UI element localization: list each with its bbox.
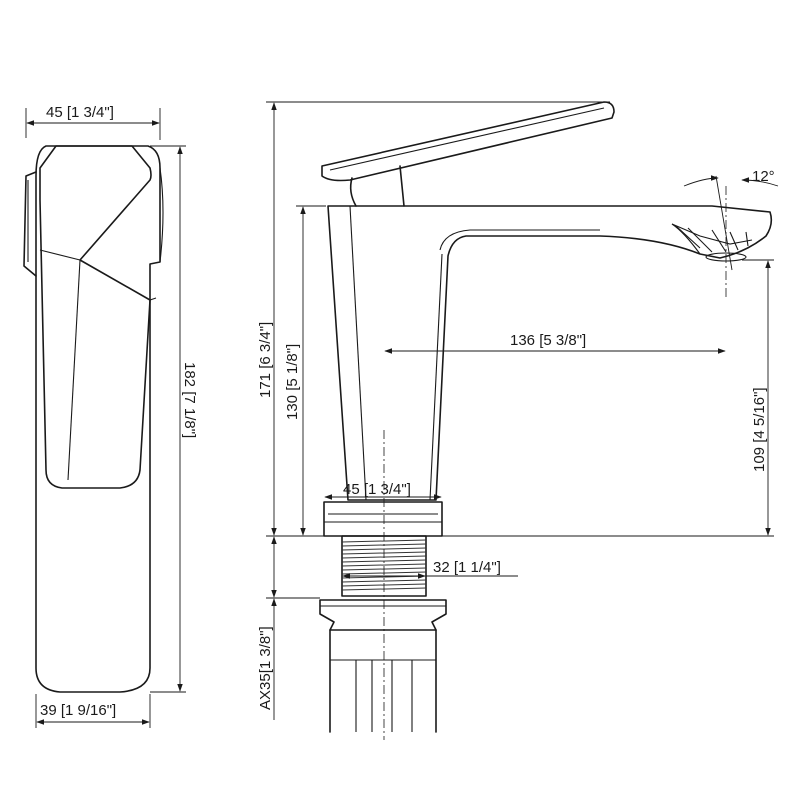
dim-angle: 12° xyxy=(683,168,779,271)
dim-spout-reach-label: 136 [5 3/8"] xyxy=(510,332,586,349)
handle-front-view xyxy=(23,145,164,693)
dim-base-width-label: 45 [1 3/4"] xyxy=(343,481,411,498)
dim-handle-length: 182 [7 1/8"] xyxy=(150,145,198,693)
dim-handle-length-label: 182 [7 1/8"] xyxy=(181,362,198,438)
dim-body-height: 130 [5 1/8"] xyxy=(284,205,326,536)
dim-total-height-label: 171 [6 3/4"] xyxy=(257,322,274,398)
dim-top-width-label: 45 [1 3/4"] xyxy=(46,104,114,121)
faucet-side-view xyxy=(319,101,773,733)
centerlines xyxy=(383,186,727,740)
thread-lines xyxy=(341,539,427,591)
dim-spout-height: 109 [4 5/16"] xyxy=(442,259,774,537)
dim-thread-diameter: 32 [1 1/4"] xyxy=(342,559,518,579)
dim-angle-label: 12° xyxy=(752,168,775,185)
dim-top-width: 45 [1 3/4"] xyxy=(25,104,161,140)
dim-thread-length: AX35[1 3/8"] xyxy=(257,536,320,720)
dim-base-width: 45 [1 3/4"] xyxy=(324,481,442,500)
dim-bottom-width: 39 [1 9/16"] xyxy=(35,694,151,728)
dim-spout-reach: 136 [5 3/8"] xyxy=(384,332,726,354)
dim-total-height: 171 [6 3/4"] xyxy=(257,101,610,537)
dim-thread-length-label: AX35[1 3/8"] xyxy=(257,626,274,710)
dim-bottom-width-label: 39 [1 9/16"] xyxy=(40,702,116,719)
dim-spout-height-label: 109 [4 5/16"] xyxy=(751,387,768,472)
dim-body-height-label: 130 [5 1/8"] xyxy=(284,344,301,420)
dim-thread-diameter-label: 32 [1 1/4"] xyxy=(433,559,501,576)
